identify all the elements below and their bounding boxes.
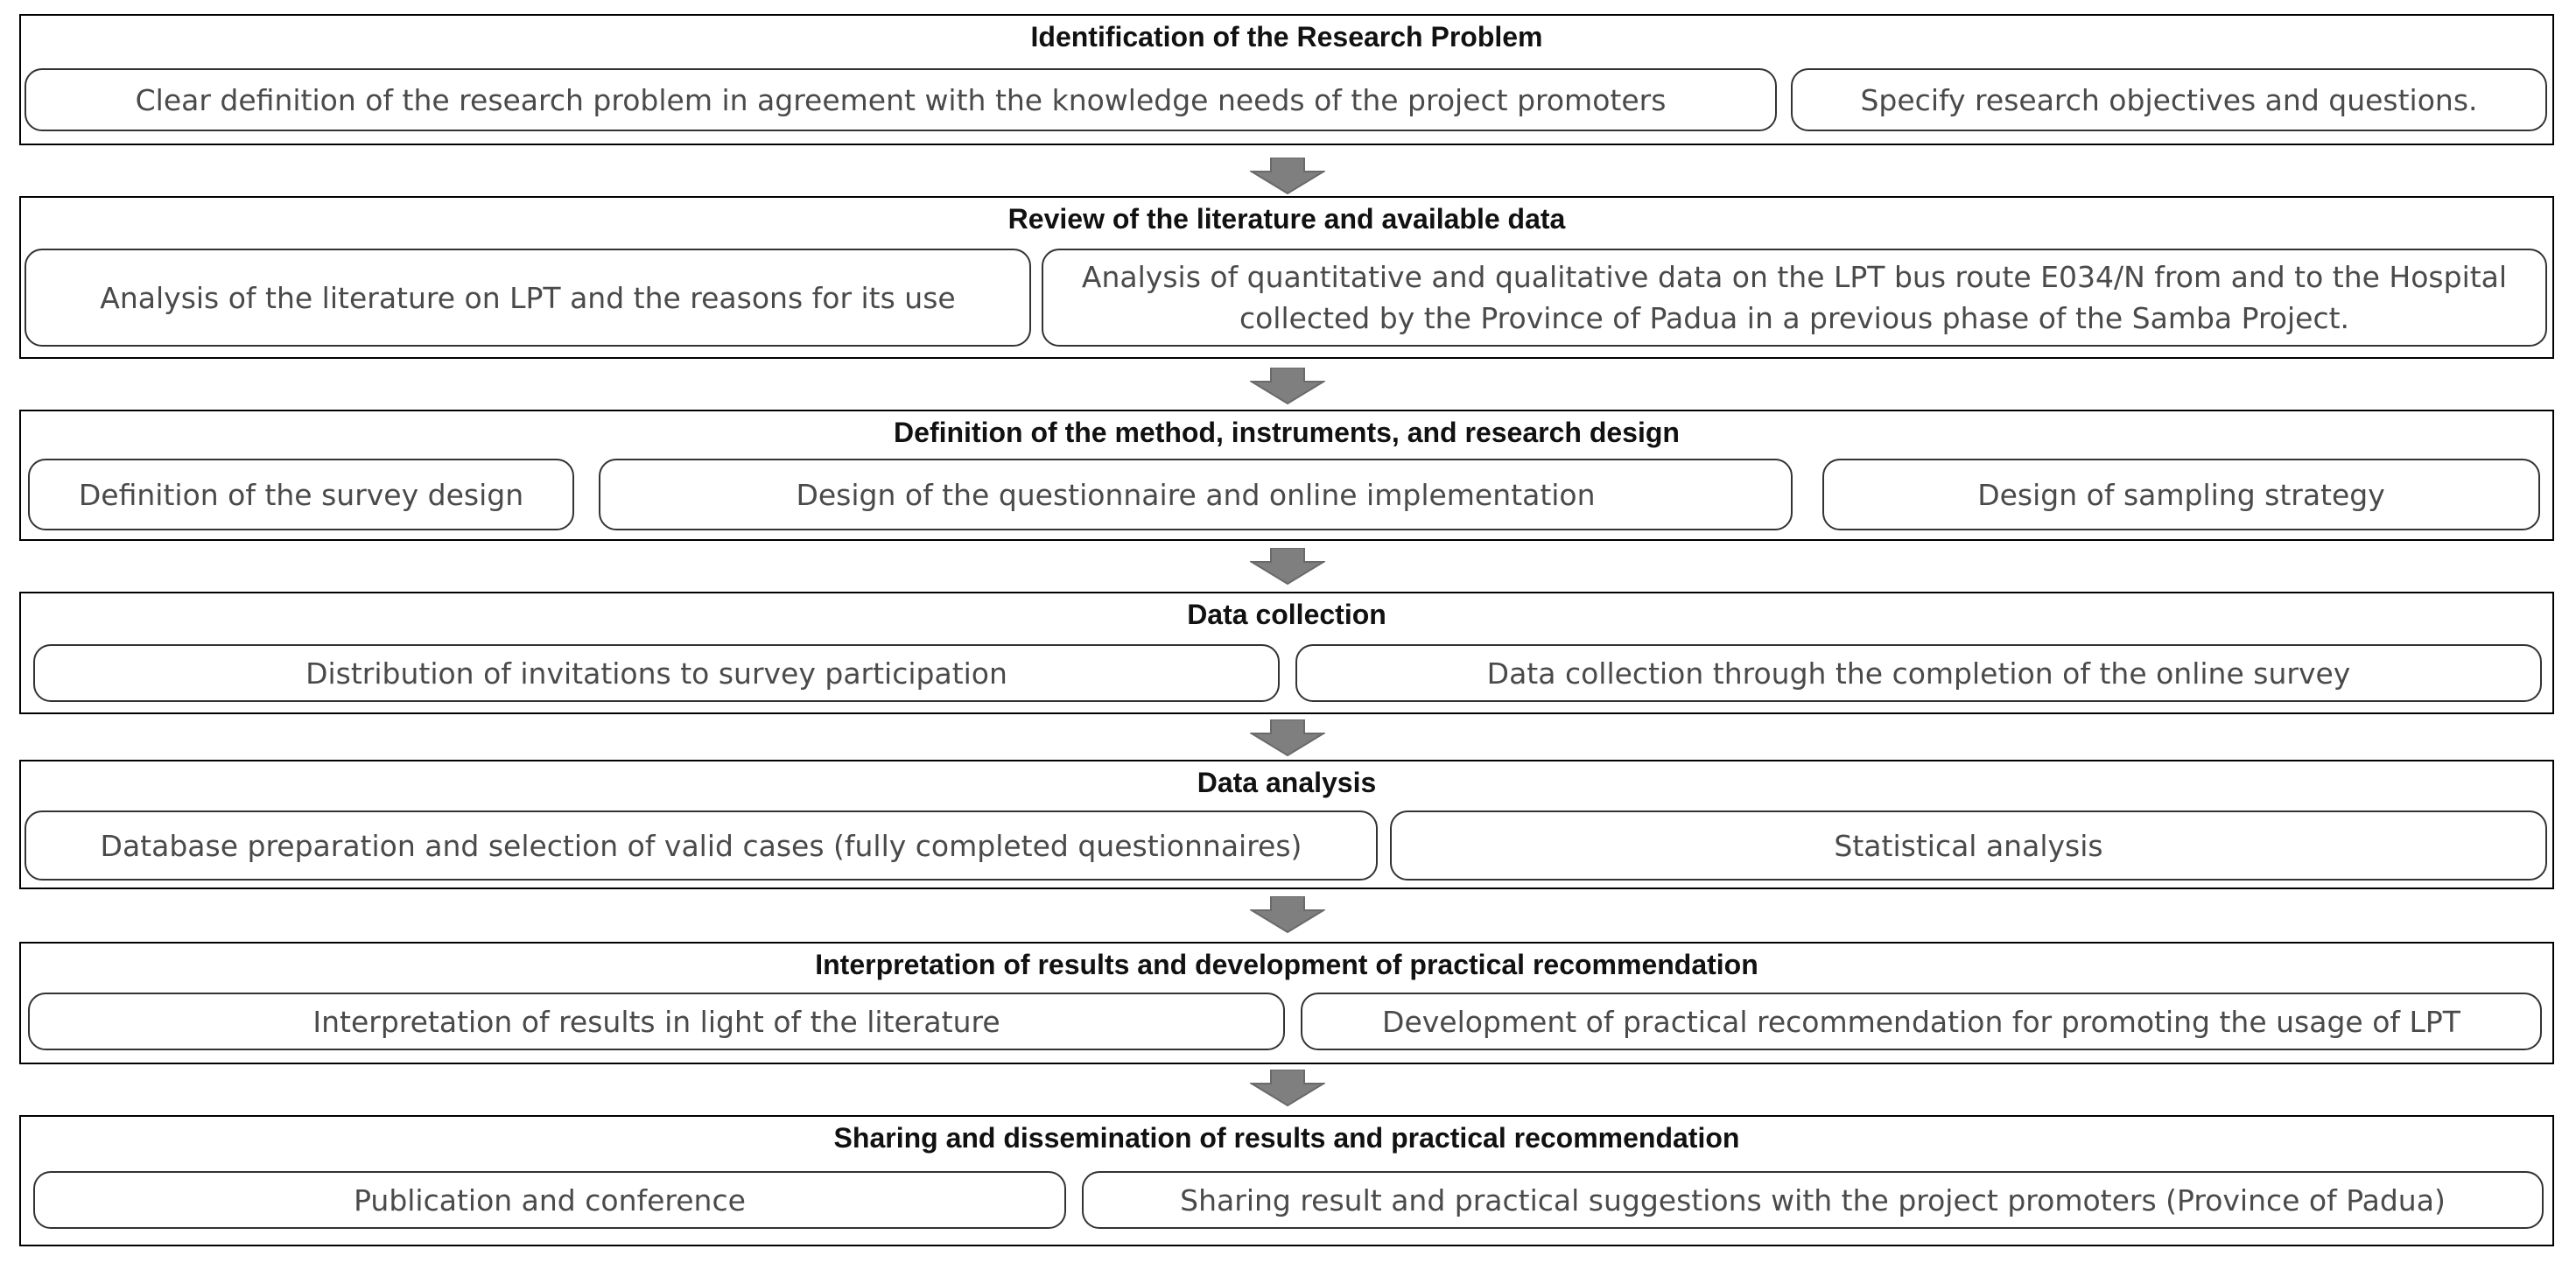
stage-dissemination: Sharing and dissemination of results and… bbox=[19, 1115, 2554, 1246]
stage-frame bbox=[19, 592, 2554, 714]
step-publication-conference: Publication and conference bbox=[33, 1171, 1066, 1229]
step-quantitative-qualitative-analysis: Analysis of quantitative and qualitative… bbox=[1042, 249, 2547, 347]
stage-title: Identification of the Research Problem bbox=[1030, 21, 1543, 53]
step-interpret-results: Interpretation of results in light of th… bbox=[28, 993, 1285, 1050]
down-arrow-icon bbox=[1250, 896, 1325, 933]
down-arrow-icon bbox=[1250, 548, 1325, 585]
stage-title: Definition of the method, instruments, a… bbox=[894, 417, 1680, 448]
stage-frame bbox=[19, 14, 2554, 145]
step-define-research-problem: Clear definition of the research problem… bbox=[25, 68, 1777, 131]
step-database-preparation: Database preparation and selection of va… bbox=[25, 810, 1378, 881]
step-questionnaire-design: Design of the questionnaire and online i… bbox=[599, 459, 1793, 530]
stage-frame bbox=[19, 760, 2554, 889]
step-statistical-analysis: Statistical analysis bbox=[1390, 810, 2547, 881]
stage-title: Data collection bbox=[1187, 599, 1386, 630]
down-arrow-icon bbox=[1250, 1070, 1325, 1106]
stage-frame bbox=[19, 1115, 2554, 1246]
step-practical-recommendation: Development of practical recommendation … bbox=[1301, 993, 2542, 1050]
step-share-with-promoters: Sharing result and practical suggestions… bbox=[1082, 1171, 2544, 1229]
step-survey-design: Definition of the survey design bbox=[28, 459, 574, 530]
stage-frame bbox=[19, 942, 2554, 1064]
stage-title: Interpretation of results and developmen… bbox=[815, 949, 1758, 980]
step-literature-analysis: Analysis of the literature on LPT and th… bbox=[25, 249, 1031, 347]
stage-title: Data analysis bbox=[1197, 767, 1377, 798]
stage-frame bbox=[19, 196, 2554, 359]
down-arrow-icon bbox=[1250, 719, 1325, 756]
step-distribute-invitations: Distribution of invitations to survey pa… bbox=[33, 644, 1280, 702]
step-specify-objectives: Specify research objectives and question… bbox=[1791, 68, 2547, 131]
stage-identification: Identification of the Research Problem C… bbox=[19, 14, 2554, 145]
stage-frame bbox=[19, 410, 2554, 541]
step-sampling-strategy: Design of sampling strategy bbox=[1822, 459, 2540, 530]
stage-interpretation: Interpretation of results and developmen… bbox=[19, 942, 2554, 1064]
step-online-survey-completion: Data collection through the completion o… bbox=[1295, 644, 2542, 702]
stage-literature-review: Review of the literature and available d… bbox=[19, 196, 2554, 359]
stage-title: Sharing and dissemination of results and… bbox=[833, 1122, 1740, 1154]
down-arrow-icon bbox=[1250, 368, 1325, 404]
down-arrow-icon bbox=[1250, 158, 1325, 194]
stage-method-design: Definition of the method, instruments, a… bbox=[19, 410, 2554, 541]
stage-data-collection: Data collection Distribution of invitati… bbox=[19, 592, 2554, 714]
stage-title: Review of the literature and available d… bbox=[1007, 203, 1566, 235]
stage-data-analysis: Data analysis Database preparation and s… bbox=[19, 760, 2554, 889]
